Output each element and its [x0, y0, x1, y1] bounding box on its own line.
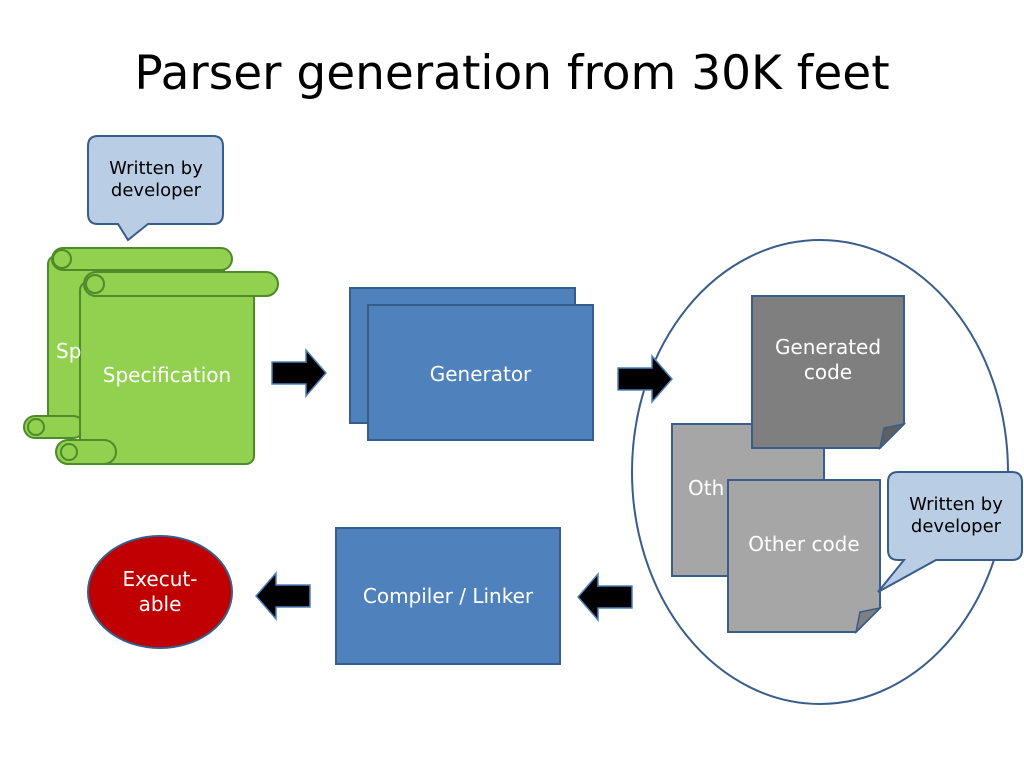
other-code-page-front — [727, 479, 883, 635]
arrow-generator-to-code — [617, 353, 673, 405]
slide-title: Parser generation from 30K feet — [134, 46, 890, 101]
callout-right-line1: Written by — [909, 493, 1003, 515]
generator-box-front — [367, 304, 594, 441]
other-code-label: Other code — [748, 531, 860, 556]
callout-top-line1: Written by — [109, 157, 203, 179]
callout-right — [877, 471, 1023, 593]
callout-right-line2: developer — [910, 516, 1002, 537]
arrow-spec-to-generator — [271, 347, 327, 399]
generated-code-page — [751, 295, 907, 451]
callout-top — [87, 135, 224, 242]
callout-top-text: Written by developer — [90, 140, 222, 220]
executable-label: Execut- able — [100, 560, 220, 624]
generated-code-label: Generated code — [752, 328, 904, 392]
spec-scroll-front — [55, 271, 279, 465]
spec-label: Specification — [102, 362, 232, 387]
executable-line2: able — [138, 592, 182, 616]
arrow-compiler-to-executable — [255, 570, 311, 622]
generated-code-line2: code — [803, 360, 853, 384]
arrow-code-to-compiler — [577, 571, 633, 623]
other-code-back-label: Oth — [688, 475, 725, 500]
generated-code-line1: Generated — [774, 335, 882, 359]
executable-ellipse — [87, 535, 233, 649]
generator-label: Generator — [429, 361, 532, 386]
callout-right-text: Written by developer — [890, 476, 1022, 556]
compiler-linker-label: Compiler / Linker — [362, 583, 534, 608]
callout-top-line2: developer — [110, 180, 202, 201]
spec-back-label: Sp — [56, 338, 82, 363]
executable-line1: Execut- — [122, 567, 198, 591]
compiler-linker-box — [335, 527, 561, 665]
